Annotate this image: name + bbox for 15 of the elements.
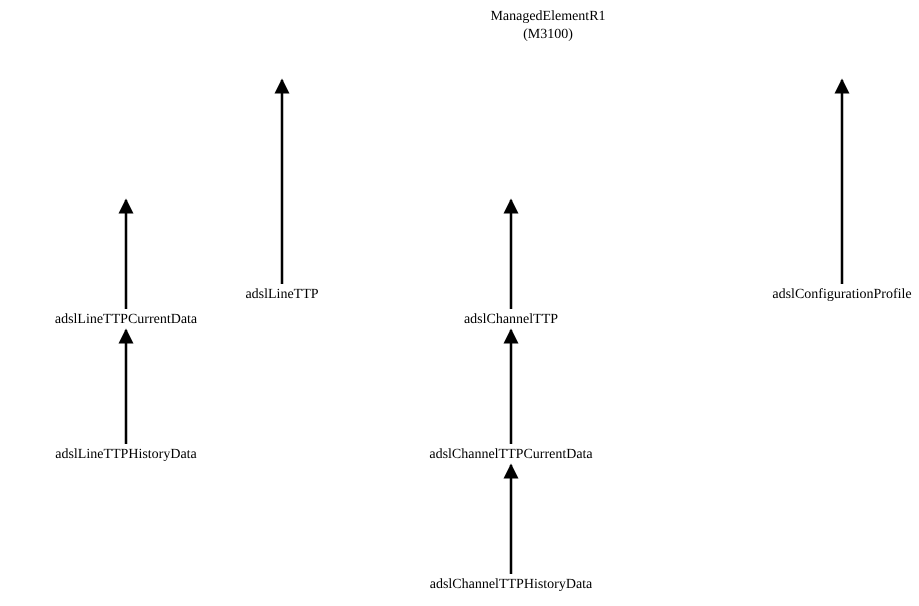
arrow bbox=[504, 198, 518, 309]
arrow bbox=[274, 78, 290, 284]
node-label: adslChannelTTPHistoryData bbox=[430, 576, 592, 594]
arrow bbox=[118, 198, 134, 309]
node-label: adslChannelTTPCurrentData bbox=[429, 446, 593, 464]
node-label: adslLineTTPCurrentData bbox=[54, 311, 198, 329]
arrow bbox=[834, 78, 850, 284]
node-label: adslConfigurationProfile bbox=[772, 286, 912, 304]
arrow bbox=[118, 328, 134, 444]
node-label: adslLineTTPHistoryData bbox=[55, 446, 197, 464]
node-label: ManagedElementR1 (M3100) bbox=[489, 8, 607, 44]
arrow bbox=[504, 328, 518, 444]
node-label: adslChannelTTP bbox=[464, 311, 558, 329]
node-label: adslLineTTP bbox=[245, 286, 319, 304]
arrow bbox=[504, 464, 518, 574]
